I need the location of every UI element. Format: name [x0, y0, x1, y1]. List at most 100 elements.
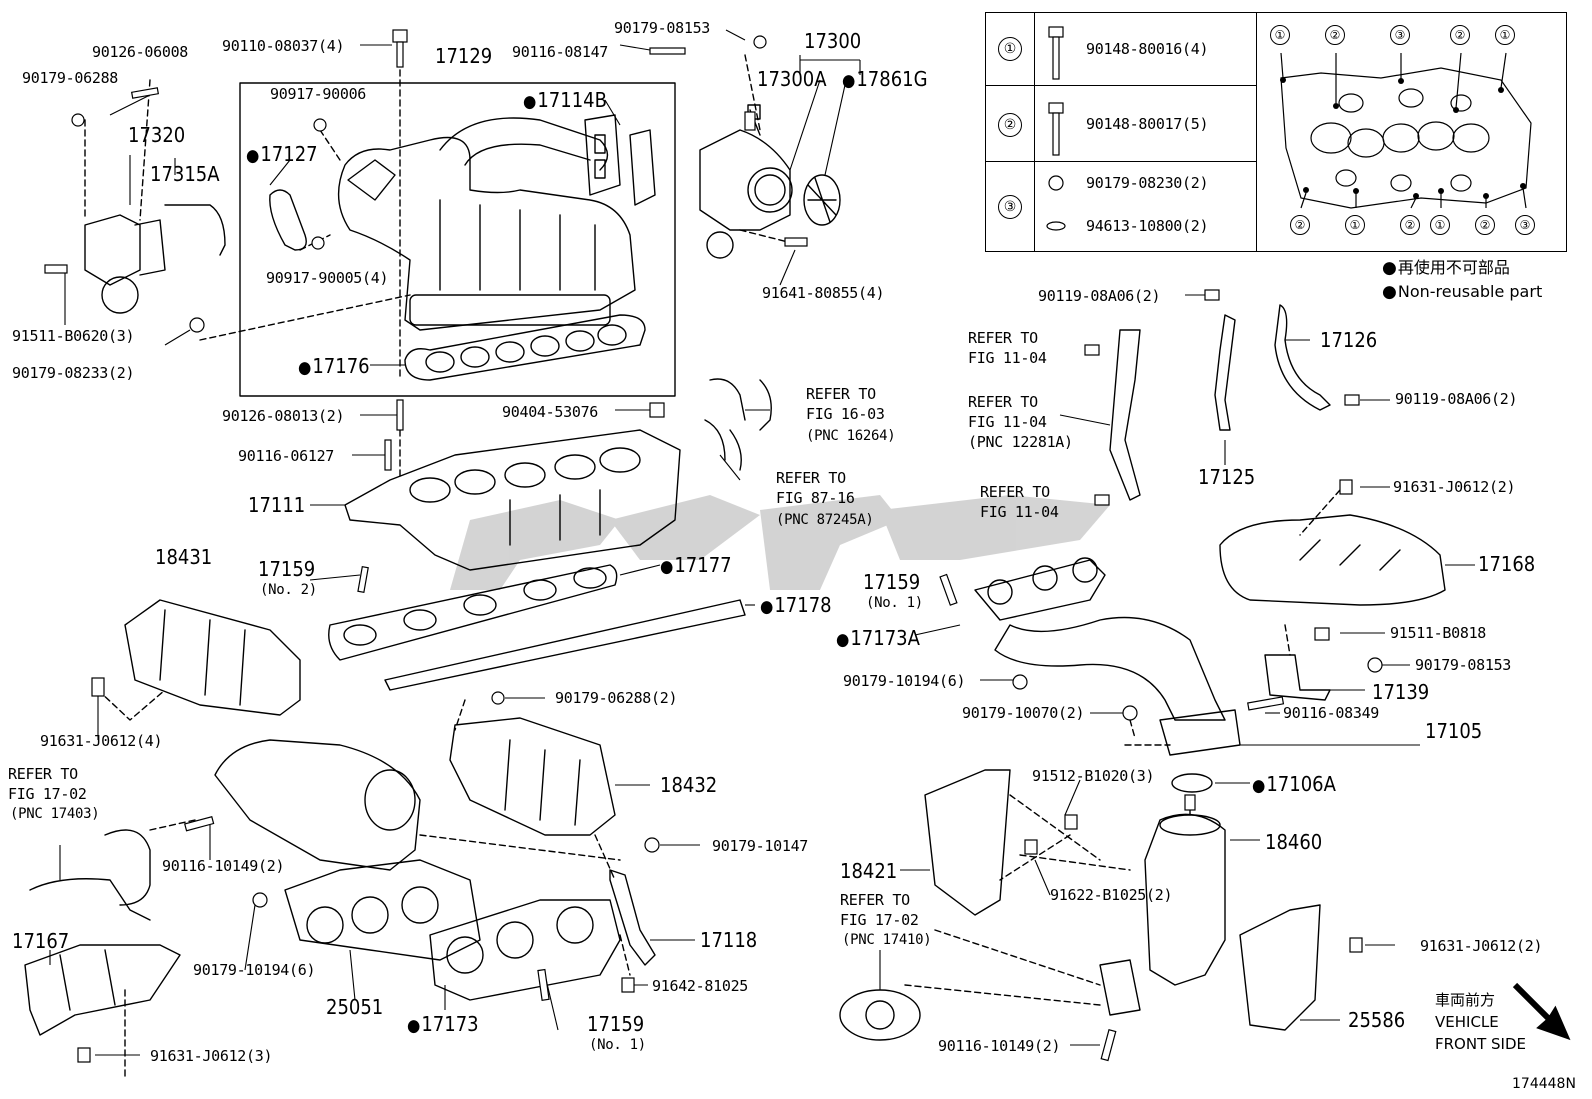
- flange-marker-10: ②: [1475, 215, 1495, 235]
- non-reusable-note-en: Non-reusable part: [1382, 282, 1542, 302]
- exhaust-flange-17410: [839, 989, 921, 1041]
- bracket-12281A: [1109, 329, 1141, 501]
- label-91641-80855: 91641-80855(4): [762, 284, 885, 302]
- label-90179-10070: 90179-10070(2): [962, 704, 1085, 722]
- heat-insulator-18431: [124, 599, 301, 716]
- refer-17-02b-line1: REFER TO: [840, 891, 910, 909]
- label-90179-10194-6b: 90179-10194(6): [843, 672, 966, 690]
- flange-marker-2: ②: [1325, 25, 1345, 45]
- label-90917-90005: 90917-90005(4): [266, 269, 389, 287]
- refer-11-04-c-line2: FIG 11-04: [980, 503, 1059, 521]
- refer-87-16-line1: REFER TO: [776, 469, 846, 487]
- intake-manifold-17111: [344, 429, 681, 571]
- refer-87-16-line2: FIG 87-16: [776, 489, 855, 507]
- bracket-17125: [1214, 314, 1236, 431]
- legend-part-2: 90148-80017(5): [1086, 115, 1209, 133]
- refer-17-02-line3: (PNC 17403): [10, 806, 100, 822]
- heat-insulator-25586: [1239, 904, 1321, 1031]
- label-90116-10149-2a: 90116-10149(2): [162, 857, 285, 875]
- label-17159-no1b: 17159: [587, 1012, 645, 1036]
- vehicle-front-en1: VEHICLE: [1435, 1013, 1499, 1031]
- label-17177: 17177: [660, 554, 731, 578]
- flange-marker-9: ①: [1430, 215, 1450, 235]
- label-90404-53076: 90404-53076: [502, 403, 599, 421]
- label-91631-J0612-4: 91631-J0612(4): [40, 732, 163, 750]
- label-90179-08153: 90179-08153: [1415, 656, 1512, 674]
- label-17159-no1b-sub: (No. 1): [589, 1037, 646, 1053]
- exhaust-pipe-17403: [29, 829, 151, 921]
- throttle-body-17300: [699, 104, 793, 259]
- refer-11-04-b-line2: FIG 11-04: [968, 413, 1047, 431]
- heat-insulator-18421: [924, 769, 1011, 916]
- flange-marker-3: ③: [1390, 25, 1410, 45]
- fastener-legend-table: ① ② ③ 90148-80016(4) 90148-80017(5) 9017…: [985, 12, 1567, 252]
- label-17129: 17129: [435, 44, 493, 68]
- catalytic-converter-18460: [1099, 813, 1226, 1016]
- vehicle-front-en2: FRONT SIDE: [1435, 1035, 1526, 1053]
- label-17111: 17111: [248, 493, 306, 517]
- gasket-17176: [404, 314, 646, 381]
- bracket-17126: [1274, 304, 1331, 411]
- hose-16264: [709, 378, 772, 431]
- label-17173A: 17173A: [836, 627, 920, 651]
- flange-marker-8: ②: [1400, 215, 1420, 235]
- label-90179-06288-2: 90179-06288(2): [555, 689, 678, 707]
- non-reusable-note-jp: 再使用不可部品: [1382, 258, 1510, 278]
- label-17105: 17105: [1425, 719, 1483, 743]
- label-90110-08037: 90110-08037(4): [222, 37, 345, 55]
- flange-marker-11: ③: [1515, 215, 1535, 235]
- legend-key-1: ①: [998, 37, 1022, 61]
- refer-17-02-line1: REFER TO: [8, 765, 78, 783]
- label-90179-10194-6a: 90179-10194(6): [193, 961, 316, 979]
- refer-11-04-a-line1: REFER TO: [968, 329, 1038, 347]
- label-90126-08013: 90126-08013(2): [222, 407, 345, 425]
- label-18460: 18460: [1265, 830, 1323, 854]
- refer-16-03-line2: FIG 16-03: [806, 405, 885, 423]
- label-17125: 17125: [1198, 465, 1256, 489]
- label-17168: 17168: [1478, 552, 1536, 576]
- vsv-17320: [84, 204, 226, 314]
- label-17300A: 17300A: [757, 67, 827, 91]
- label-91622-B1025: 91622-B1025(2): [1050, 886, 1173, 904]
- label-17167: 17167: [12, 929, 70, 953]
- label-17159-no2-sub: (No. 2): [260, 582, 317, 598]
- label-91511-B0818: 91511-B0818: [1390, 624, 1487, 642]
- legend-key-3: ③: [998, 195, 1022, 219]
- refer-17-02b-line2: FIG 17-02: [840, 911, 919, 929]
- label-17320: 17320: [128, 123, 186, 147]
- label-90917-90006: 90917-90006: [270, 85, 367, 103]
- refer-11-04-b-line1: REFER TO: [968, 393, 1038, 411]
- label-91631-J0612-3: 91631-J0612(3): [150, 1047, 273, 1065]
- refer-16-03-line1: REFER TO: [806, 385, 876, 403]
- label-25051: 25051: [326, 995, 384, 1019]
- label-90179-10147: 90179-10147: [712, 837, 809, 855]
- label-17127: 17127: [246, 143, 317, 167]
- flange-marker-6: ②: [1290, 215, 1310, 235]
- label-17106A: 17106A: [1252, 773, 1336, 797]
- vehicle-front-arrow: [1512, 982, 1571, 1041]
- label-18432: 18432: [660, 773, 718, 797]
- gasket-17106A: [1171, 773, 1213, 793]
- label-90116-10149-2b: 90116-10149(2): [938, 1037, 1061, 1055]
- label-25586: 25586: [1348, 1008, 1406, 1032]
- intake-manifold-group-box: [239, 82, 676, 397]
- refer-16-03-line3: (PNC 16264): [806, 428, 896, 444]
- label-17176: 17176: [298, 355, 369, 379]
- gasket-17173: [429, 899, 621, 1001]
- label-17139: 17139: [1372, 680, 1430, 704]
- heat-insulator-17168: [1219, 514, 1446, 606]
- refer-11-04-c-line1: REFER TO: [980, 483, 1050, 501]
- refer-87-16-line3: (PNC 87245A): [776, 512, 874, 528]
- label-91511-B0620: 91511-B0620(3): [12, 327, 135, 345]
- flange-marker-1: ①: [1270, 25, 1290, 45]
- label-18431: 18431: [155, 545, 213, 569]
- legend-part-1: 90148-80016(4): [1086, 40, 1209, 58]
- label-91631-J0612-2a: 91631-J0612(2): [1393, 478, 1516, 496]
- exhaust-manifold-17105: [974, 557, 1241, 756]
- label-18421: 18421: [840, 859, 898, 883]
- figure-id: 174448N: [1512, 1076, 1576, 1092]
- refer-17-02b-line3: (PNC 17410): [842, 932, 932, 948]
- bracket-17118: [609, 869, 656, 966]
- label-17114B: 17114B: [523, 89, 607, 113]
